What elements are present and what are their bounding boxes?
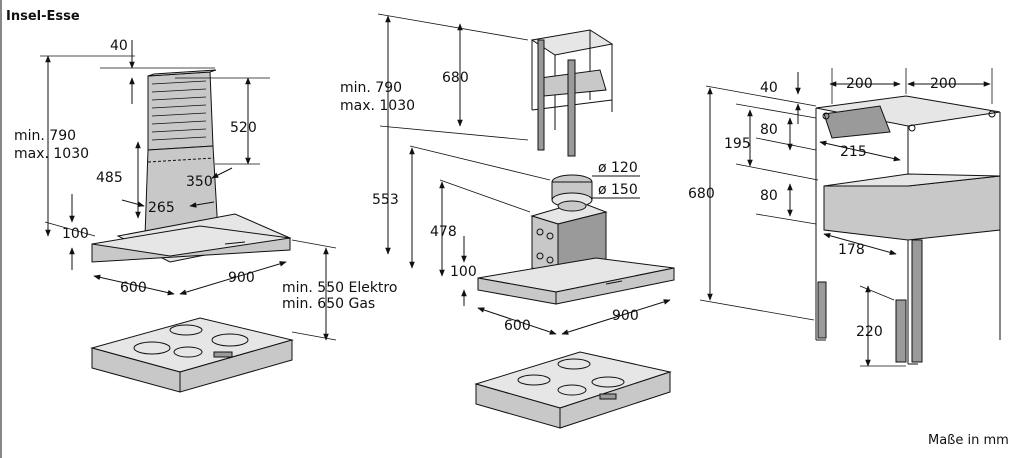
left-dim-100: 100 [62,226,89,242]
middle-mounting-frame [530,29,614,157]
left-dim-600: 600 [120,280,147,296]
left-dim-265: 265 [148,200,175,216]
middle-dim-100: 100 [450,264,477,280]
right-dim-195: 195 [724,136,751,152]
left-dim-350: 350 [186,174,213,190]
right-dim-80-upper: 80 [760,122,778,138]
units-note: Maße in mm [928,433,1009,448]
middle-dim-900: 900 [612,308,639,324]
right-dim-40: 40 [760,80,778,96]
middle-view: 680 min. 790 max. 1030 553 478 100 ø 120… [340,13,675,429]
left-dim-900: 900 [228,270,255,286]
page-title: Insel-Esse [6,9,80,24]
middle-duct-collars [551,174,593,212]
left-canopy [91,213,292,263]
middle-dim-d150: ø 150 [598,182,638,198]
right-mounting-frame [815,95,1001,365]
middle-dim-478: 478 [430,224,457,240]
right-dim-220: 220 [856,324,883,340]
right-dim-178: 178 [838,242,865,258]
middle-dim-max1030: max. 1030 [340,98,415,114]
left-chimney-upper [147,69,217,151]
left-dim-max1030: max. 1030 [14,146,89,162]
left-dim-min650: min. 650 Gas [282,296,375,312]
right-view: 200 200 40 80 195 215 80 680 178 220 [688,68,1001,367]
right-dim-215: 215 [840,144,867,160]
right-dim-80-lower: 80 [760,188,778,204]
left-dim-485: 485 [96,170,123,186]
left-cooktop [90,317,294,393]
middle-dim-min790: min. 790 [340,80,402,96]
middle-dim-680: 680 [442,70,469,86]
right-dim-200-right: 200 [930,76,957,92]
middle-dim-d120: ø 120 [598,160,638,176]
left-chimney-lower [144,145,219,237]
left-dim-min550: min. 550 Elektro [282,280,397,296]
middle-dim-553: 553 [372,192,399,208]
right-dim-680: 680 [688,186,715,202]
middle-canopy [477,257,675,305]
left-dim-40: 40 [110,38,128,54]
middle-dim-600: 600 [504,318,531,334]
left-view: 40 520 min. 790 max. 1030 485 350 265 10… [14,38,397,393]
left-dim-min790: min. 790 [14,128,76,144]
middle-cooktop [474,351,672,429]
left-dim-520: 520 [230,120,257,136]
right-dim-200-left: 200 [846,76,873,92]
